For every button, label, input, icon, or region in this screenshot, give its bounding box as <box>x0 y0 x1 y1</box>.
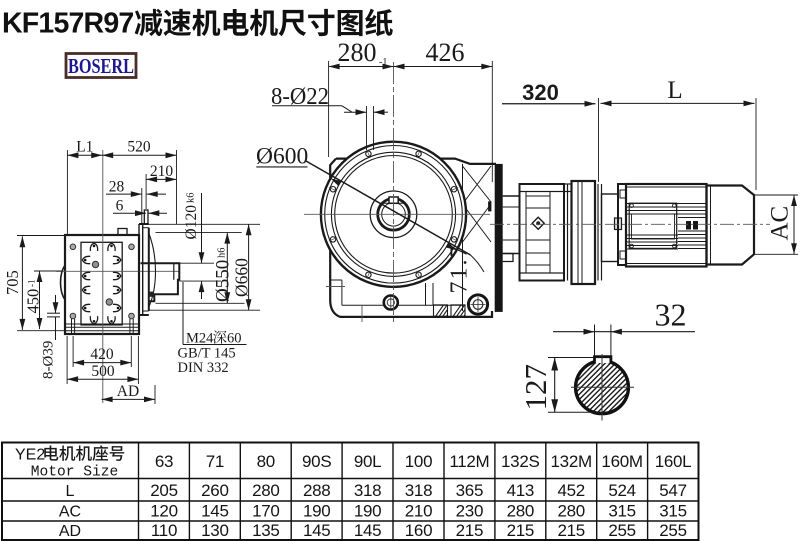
svg-text:318: 318 <box>354 481 381 500</box>
svg-text:71.7: 71.7 <box>447 244 473 294</box>
svg-text:524: 524 <box>608 481 635 500</box>
svg-text:Ø550: Ø550 <box>213 260 234 302</box>
svg-text:k6: k6 <box>186 193 197 204</box>
svg-text:Ø600: Ø600 <box>256 144 308 170</box>
svg-text:90S: 90S <box>302 452 331 471</box>
svg-text:500: 500 <box>91 363 115 380</box>
svg-text:AD: AD <box>59 523 81 540</box>
svg-text:-1: -1 <box>379 57 387 68</box>
svg-text:L: L <box>66 483 75 500</box>
svg-text:135: 135 <box>252 521 279 540</box>
svg-text:L1: L1 <box>76 139 93 156</box>
svg-text:280: 280 <box>507 501 534 520</box>
svg-text:280: 280 <box>338 38 377 67</box>
svg-text:120: 120 <box>150 501 177 520</box>
svg-text:255: 255 <box>659 521 686 540</box>
svg-text:127: 127 <box>518 364 553 411</box>
svg-text:315: 315 <box>659 501 686 520</box>
svg-text:255: 255 <box>608 521 635 540</box>
svg-text:426: 426 <box>426 38 465 67</box>
svg-text:80: 80 <box>257 452 275 471</box>
svg-text:450: 450 <box>24 289 43 314</box>
svg-text:452: 452 <box>557 481 584 500</box>
svg-text:M24: M24 <box>186 331 214 347</box>
svg-text:170: 170 <box>252 501 279 520</box>
svg-text:-1: -1 <box>27 280 37 288</box>
svg-text:210: 210 <box>405 501 432 520</box>
svg-text:32: 32 <box>655 297 687 333</box>
svg-text:160M: 160M <box>601 452 642 471</box>
svg-text:547: 547 <box>659 481 686 500</box>
svg-text:318: 318 <box>405 481 432 500</box>
svg-text:145: 145 <box>354 521 381 540</box>
svg-text:132S: 132S <box>501 452 540 471</box>
svg-text:705: 705 <box>3 270 22 295</box>
svg-text:60: 60 <box>227 331 242 347</box>
svg-text:h6: h6 <box>217 248 228 259</box>
svg-text:8-Ø39: 8-Ø39 <box>41 341 57 379</box>
svg-text:71: 71 <box>206 452 224 471</box>
svg-text:YE2: YE2 <box>15 447 45 464</box>
svg-text:315: 315 <box>608 501 635 520</box>
svg-text:230: 230 <box>456 501 483 520</box>
svg-text:28: 28 <box>109 179 125 196</box>
svg-text:210: 210 <box>150 163 174 180</box>
svg-text:6: 6 <box>116 198 124 215</box>
svg-text:GB/T 145: GB/T 145 <box>178 346 236 362</box>
svg-text:L: L <box>667 77 682 104</box>
svg-text:AD: AD <box>117 383 139 400</box>
svg-text:130: 130 <box>201 521 228 540</box>
svg-text:420: 420 <box>90 346 114 363</box>
svg-text:63: 63 <box>155 452 173 471</box>
svg-text:AC: AC <box>59 503 81 520</box>
svg-text:160: 160 <box>405 521 432 540</box>
svg-text:145: 145 <box>303 521 330 540</box>
svg-text:288: 288 <box>303 481 330 500</box>
svg-text:260: 260 <box>201 481 228 500</box>
svg-text:112M: 112M <box>449 452 489 471</box>
svg-text:320: 320 <box>522 80 559 105</box>
svg-text:365: 365 <box>456 481 483 500</box>
svg-text:215: 215 <box>557 521 584 540</box>
svg-text:145: 145 <box>201 501 228 520</box>
svg-text:205: 205 <box>150 481 177 500</box>
svg-text:Ø660: Ø660 <box>232 258 252 297</box>
svg-text:280: 280 <box>557 501 584 520</box>
svg-text:100: 100 <box>405 452 432 471</box>
svg-text:BOSERL: BOSERL <box>68 54 134 78</box>
svg-text:Motor Size: Motor Size <box>31 465 119 481</box>
svg-text:KF157R97: KF157R97 <box>2 8 133 40</box>
svg-text:280: 280 <box>252 481 279 500</box>
svg-text:215: 215 <box>507 521 534 540</box>
svg-text:Ø120: Ø120 <box>183 205 200 240</box>
svg-text:190: 190 <box>354 501 381 520</box>
svg-text:DIN 332: DIN 332 <box>178 360 229 376</box>
svg-text:413: 413 <box>507 481 534 500</box>
svg-text:215: 215 <box>456 521 483 540</box>
svg-text:90L: 90L <box>354 452 381 471</box>
svg-text:190: 190 <box>303 501 330 520</box>
svg-text:110: 110 <box>151 521 177 540</box>
svg-text:520: 520 <box>127 139 151 156</box>
svg-text:132M: 132M <box>551 452 592 471</box>
svg-text:160L: 160L <box>655 452 692 471</box>
svg-text:AC: AC <box>767 206 794 241</box>
